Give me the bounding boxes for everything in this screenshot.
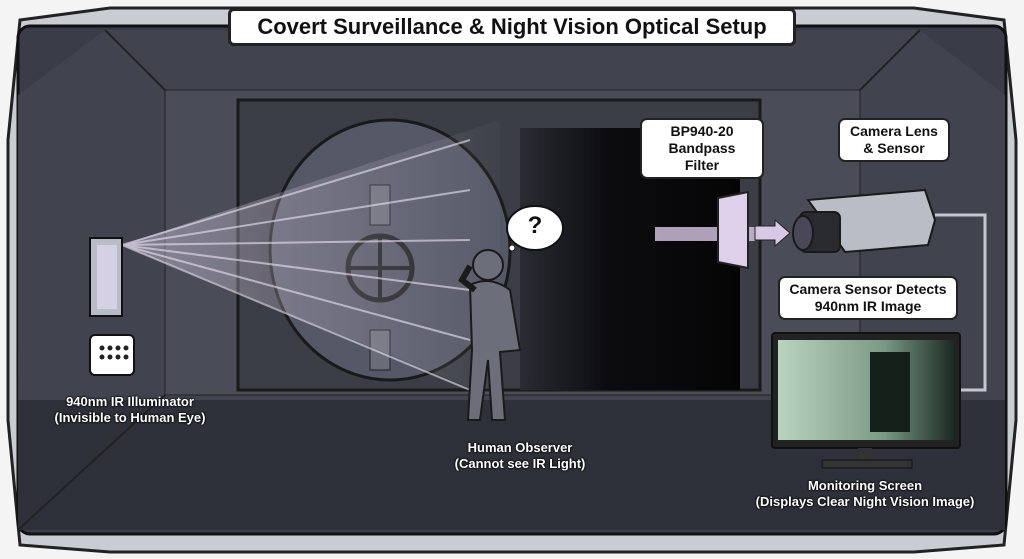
ir-illuminator-icon xyxy=(89,334,135,376)
callout-bandpass-filter: BP940-20 Bandpass Filter xyxy=(640,118,764,179)
ir-beam xyxy=(121,120,500,400)
caption-ir-illuminator: 940nm IR Illuminator (Invisible to Human… xyxy=(40,394,220,426)
caption-human-observer: Human Observer (Cannot see IR Light) xyxy=(420,440,620,472)
monitoring-screen xyxy=(771,332,961,469)
monitor-line2: (Displays Clear Night Vision Image) xyxy=(755,494,975,509)
human-observer xyxy=(458,249,522,421)
filter-label-line2: Bandpass Filter xyxy=(668,140,736,173)
illuminator-line1: 940nm IR Illuminator xyxy=(66,394,194,409)
filter-label-line1: BP940-20 xyxy=(670,123,734,139)
camera xyxy=(792,188,987,392)
observer-line2: (Cannot see IR Light) xyxy=(454,456,586,471)
illuminator-line2: (Invisible to Human Eye) xyxy=(54,410,206,425)
observer-line1: Human Observer xyxy=(467,440,573,455)
page-title: Covert Surveillance & Night Vision Optic… xyxy=(228,8,796,46)
question-mark: ? xyxy=(527,212,543,239)
callout-camera-lens: Camera Lens & Sensor xyxy=(838,118,950,162)
arrow-icon xyxy=(754,218,791,248)
sensor-label-line2: 940nm IR Image xyxy=(814,298,922,314)
camera-label-line2: & Sensor xyxy=(863,140,925,156)
thought-bubble xyxy=(506,205,564,252)
sensor-label-line1: Camera Sensor Detects xyxy=(789,281,947,297)
bandpass-filter xyxy=(717,190,749,270)
camera-label-line1: Camera Lens xyxy=(850,123,938,139)
caption-monitoring-screen: Monitoring Screen (Displays Clear Night … xyxy=(730,478,1000,510)
callout-camera-sensor: Camera Sensor Detects 940nm IR Image xyxy=(778,276,958,320)
monitor-line1: Monitoring Screen xyxy=(807,478,923,493)
